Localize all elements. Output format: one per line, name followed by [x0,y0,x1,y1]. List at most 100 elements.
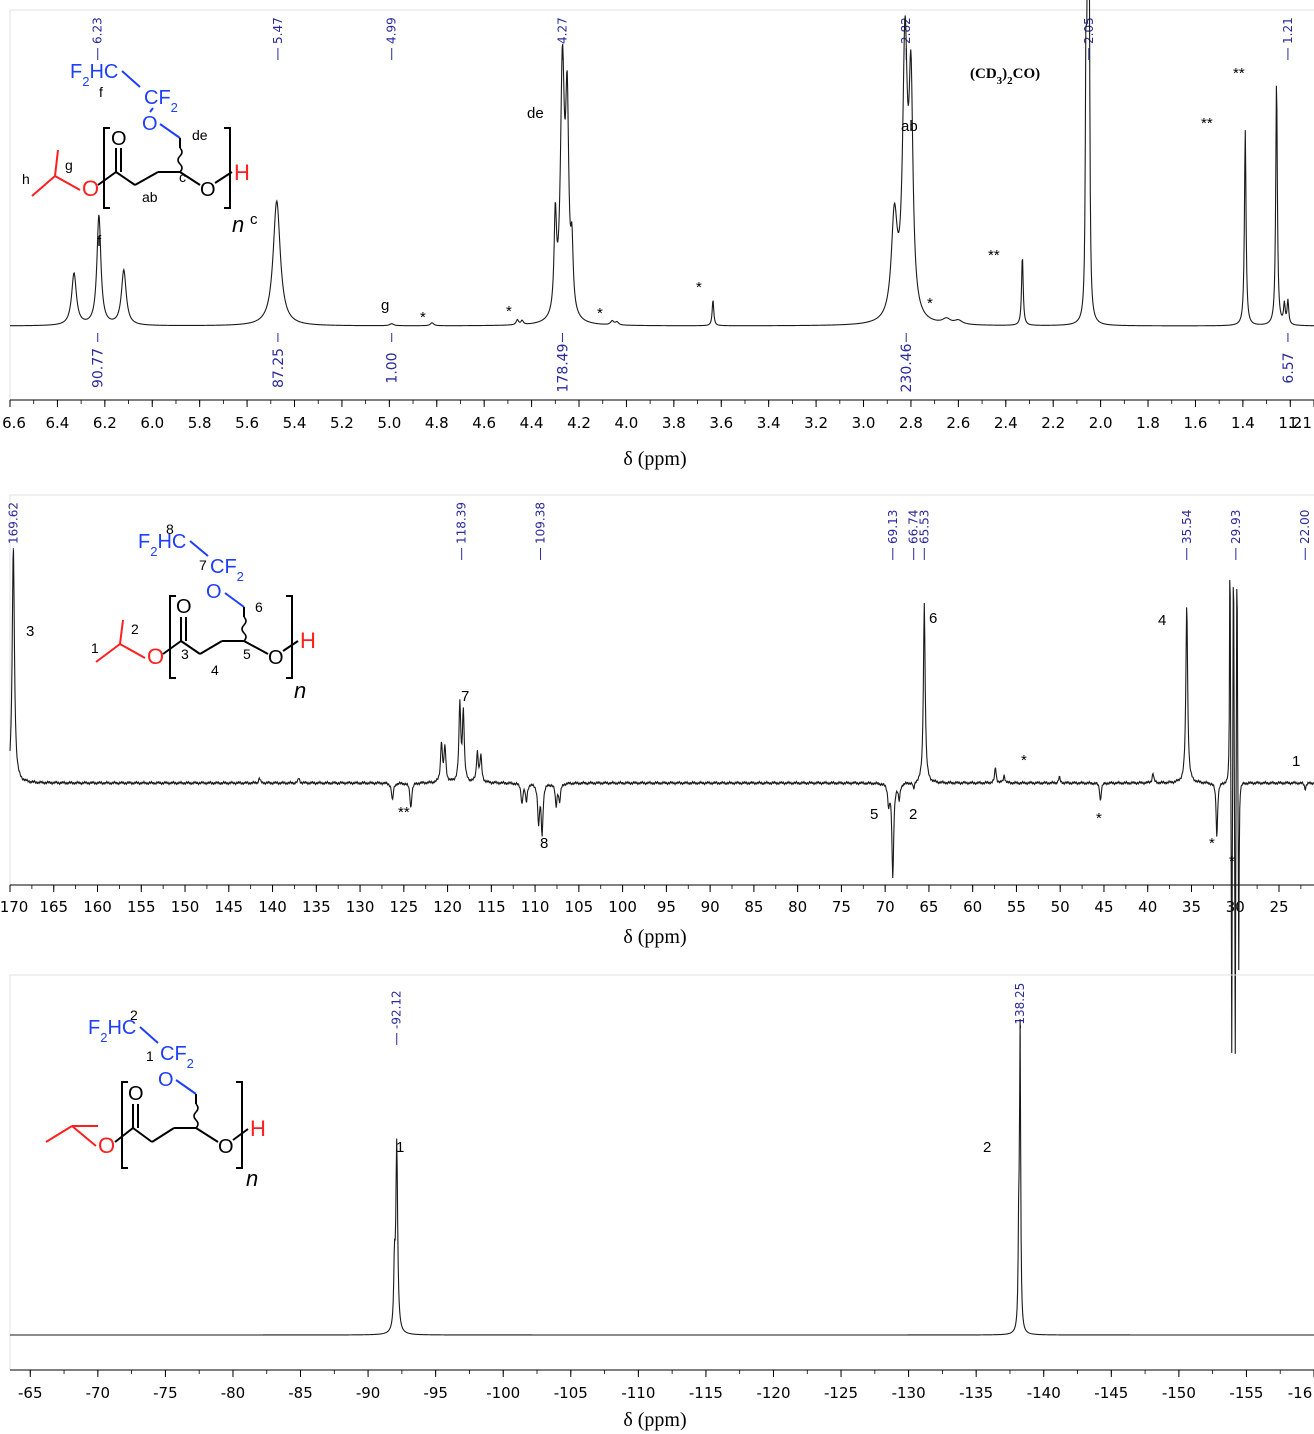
x-tick-label: 115 [477,898,506,916]
solvent-label: (CD3)2CO) [970,66,1040,87]
x-tick-label: -115 [689,1384,723,1402]
peak-label: 6.23 [91,17,105,60]
annot-dstar-2: ** [1201,115,1213,132]
x-tick-label: 5.6 [235,414,259,432]
struct-label-g: g [65,157,73,173]
struct-label-f1: 1 [146,1048,154,1064]
x-tick-label: 1.6 [1184,414,1208,432]
annot-star-1: * [420,309,426,326]
struct-label-ab: ab [142,189,158,205]
x-tick-label: 90 [701,898,720,916]
struct-label-de: de [192,127,208,143]
x-tick-label: -145 [1094,1384,1128,1402]
integral-label: 6.57 [1281,333,1297,384]
struct-label-4: 4 [211,662,219,678]
x-tick-label: -130 [892,1384,926,1402]
x-tick-label: 85 [744,898,763,916]
annot-star-c4: * [1229,853,1235,870]
x-tick-label: 1.2 [1278,414,1302,432]
struct-o-carbonyl-f: O [128,1083,144,1105]
peak-label: 29.93 [1229,510,1243,560]
annot-7: 7 [461,688,469,705]
x-tick-label: 3.8 [662,414,686,432]
struct-n-c: n [294,678,306,703]
x-tick-label: -150 [1162,1384,1196,1402]
integral-label: 90.77 [91,333,107,388]
x-tick-label: 55 [1007,898,1026,916]
integral-label: 1.00 [385,333,401,384]
annot-de-peak: de [527,105,544,122]
peak-label: 69.13 [886,510,900,560]
x-ticks-19f: -65-70-75-80-85-90-95-100-105-110-115-12… [18,1370,1314,1402]
peak-label-text: 1.21 [1281,17,1295,44]
integral-label: 230.46 [899,333,915,393]
struct-o-end-f: O [218,1136,234,1158]
x-tick-label: 75 [832,898,851,916]
peak-label-text: -92.12 [390,990,404,1029]
annot-8: 8 [540,835,548,852]
x-tick-label: 130 [346,898,375,916]
x-tick-label: 35 [1182,898,1201,916]
annot-3: 3 [26,623,34,640]
x-tick-label: -125 [824,1384,858,1402]
struct-o-end: O [200,179,216,201]
axis-title-13c: δ (ppm) [623,926,686,948]
peak-label-text: 65.53 [917,510,931,544]
x-tick-label: -16 [1288,1384,1313,1402]
annot-dstar-1: ** [988,247,1000,264]
struct-h-end-c: H [300,628,316,653]
peak-label: 1.21 [1281,17,1295,60]
annot-star-c3: * [1209,835,1215,852]
x-tick-label: 2.4 [994,414,1018,432]
panel-19f: -65-70-75-80-85-90-95-100-105-110-115-12… [9,974,1314,1431]
x-tick-label: 60 [963,898,982,916]
x-tick-label: 40 [1138,898,1157,916]
struct-label-c: c [179,169,186,185]
x-tick-label: 150 [171,898,200,916]
struct-cf2-f: CF2 [160,1043,194,1071]
x-tick-label: 1.8 [1136,414,1160,432]
peak-label-text: 66.74 [907,510,921,544]
struct-label-3: 3 [181,646,189,662]
struct-cf2-c: CF2 [210,556,244,584]
annot-f1: 1 [396,1139,404,1156]
spectrum-trace-1h [9,0,1314,327]
x-tick-label: 135 [302,898,331,916]
x-tick-label: 4.0 [615,414,639,432]
struct-label-2: 2 [131,621,139,637]
x-tick-label: 2.0 [1089,414,1113,432]
x-tick-label: 3.6 [709,414,733,432]
x-tick-label: 6.6 [2,414,26,432]
x-tick-label: 5.0 [377,414,401,432]
peak-label: 5.47 [271,17,285,60]
annot-ab-peak: ab [901,118,918,135]
struct-o-ester-f: O [98,1133,115,1158]
x-tick-label: 155 [127,898,156,916]
peak-label-text: 69.13 [886,510,900,544]
annot-dstar-c: ** [398,804,410,821]
annot-5: 5 [870,806,878,823]
peak-label: 4.99 [385,17,399,60]
peak-label-text: 29.93 [1229,510,1243,544]
struct-label-1: 1 [91,640,99,656]
peak-label-text: 118.39 [455,502,469,544]
peak-label-text: 35.54 [1180,510,1194,544]
x-tick-label: 2.8 [899,414,923,432]
x-tick-label: 5.8 [188,414,212,432]
integral-label: 178.49 [555,333,571,393]
annot-star-5: * [927,295,933,312]
peak-label-text: 6.23 [91,17,105,44]
x-tick-label: 45 [1094,898,1113,916]
x-tick-label: 105 [565,898,594,916]
x-tick-label: 4.2 [567,414,591,432]
peak-labels-19f: -92.12-138.25 [390,983,1027,1045]
peak-label-text: 109.38 [534,502,548,544]
peak-label: 35.54 [1180,510,1194,560]
x-tick-label: 6.0 [140,414,164,432]
struct-h-end: H [234,160,250,185]
x-tick-label: 145 [214,898,243,916]
x-tick-label: 6.2 [93,414,117,432]
